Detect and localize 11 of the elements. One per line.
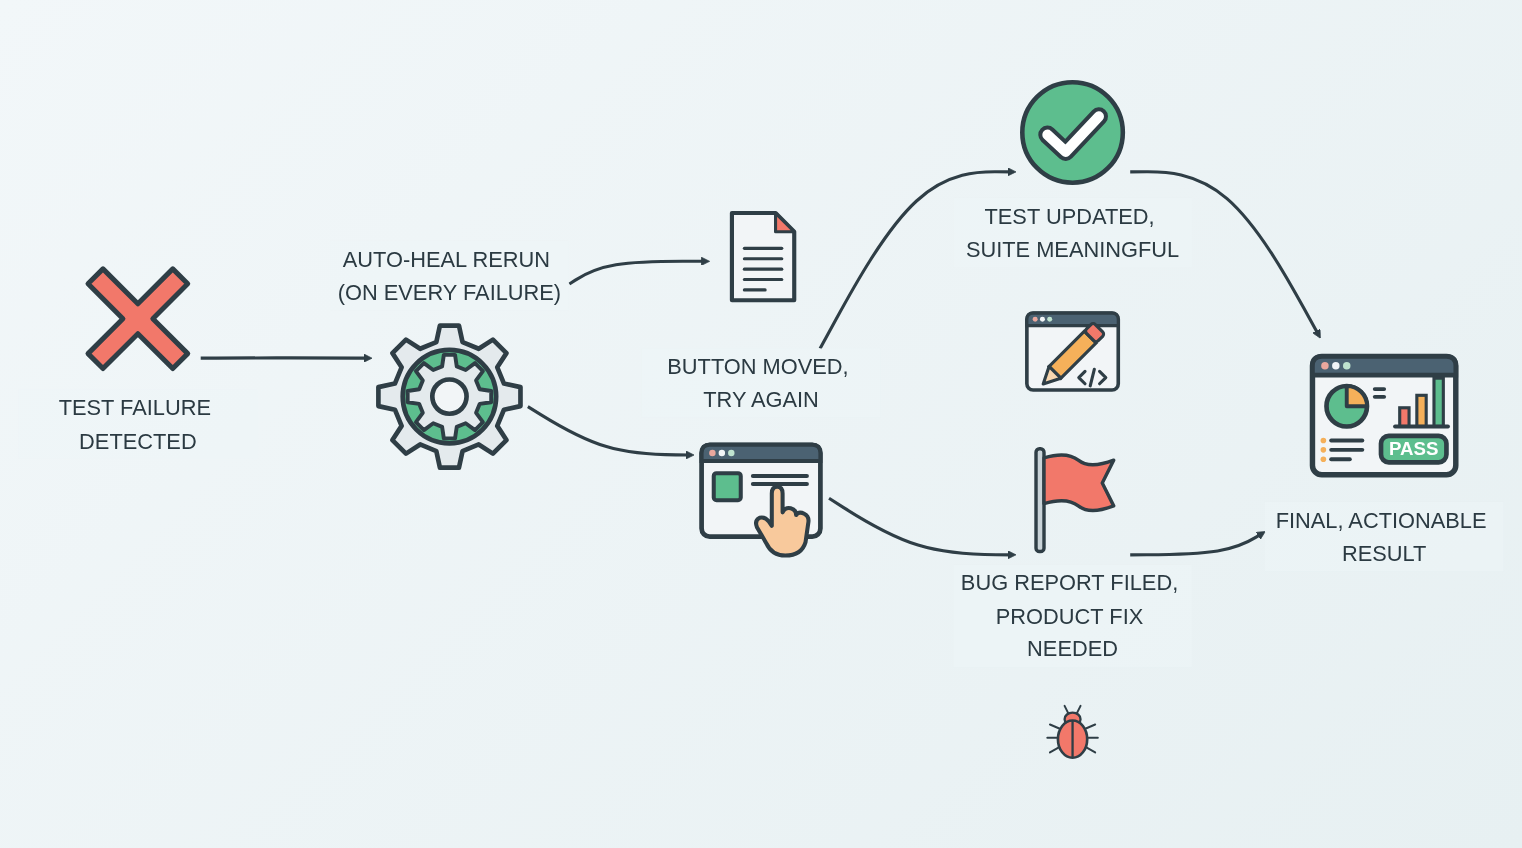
arrow bbox=[568, 256, 710, 286]
arrow bbox=[527, 405, 695, 460]
arrow bbox=[828, 496, 1017, 560]
node-label: FINAL, ACTIONABLE RESULT bbox=[1275, 507, 1487, 565]
arrow bbox=[200, 353, 373, 363]
node-label: AUTO-HEAL RERUN (ON EVERY FAILURE) bbox=[337, 247, 562, 304]
arrow bbox=[1130, 170, 1321, 339]
arrow bbox=[1130, 531, 1266, 557]
node-label: BUTTON MOVED, TRY AGAIN bbox=[667, 354, 849, 411]
arrow bbox=[818, 167, 1017, 350]
status-text: PASS bbox=[1388, 438, 1439, 460]
